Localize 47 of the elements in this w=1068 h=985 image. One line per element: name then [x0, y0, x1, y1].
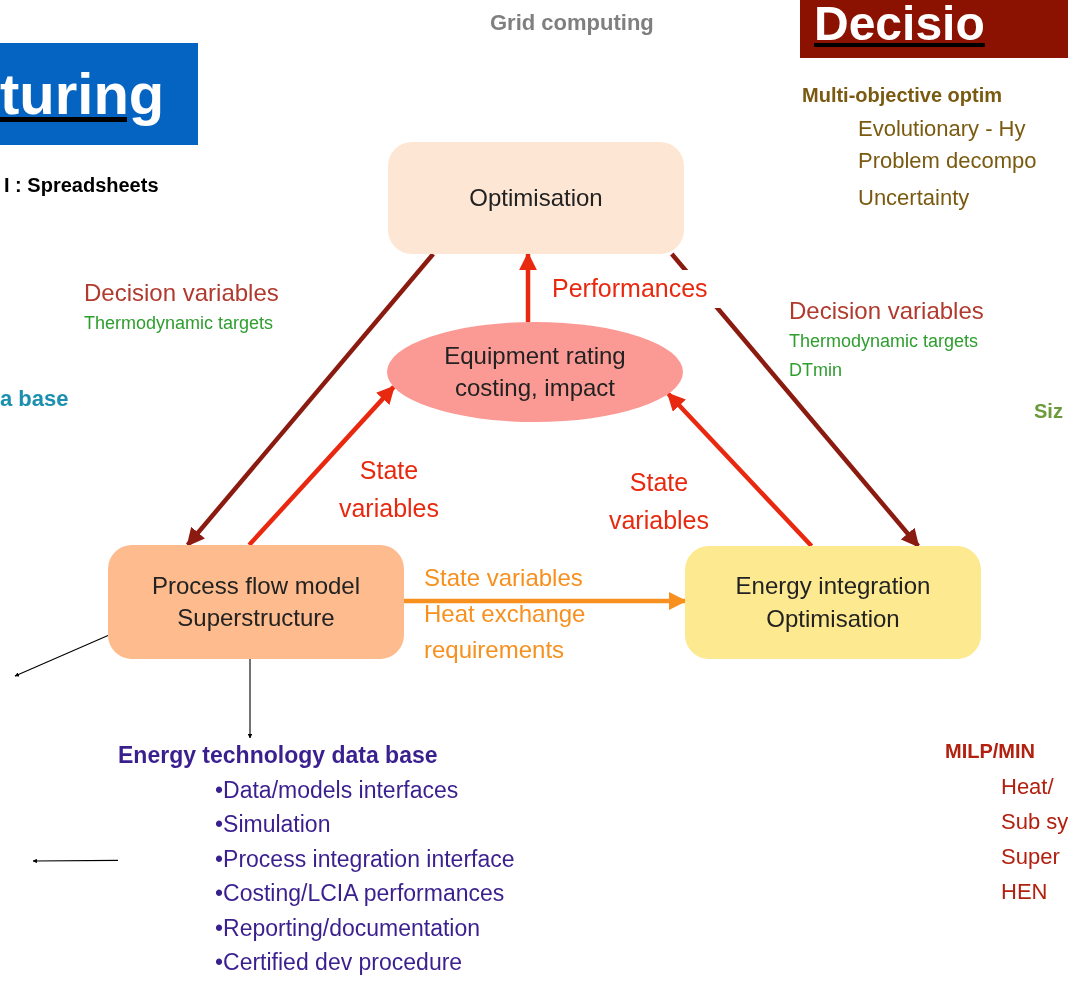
edge-label: State variables	[607, 467, 711, 536]
list-heading: Energy technology data base	[118, 741, 438, 770]
annotation-text: Thermodynamic targets	[84, 313, 274, 334]
heading: Multi-objective optim	[802, 84, 1002, 107]
list-item: •Simulation	[214, 810, 331, 839]
process-box	[388, 142, 684, 254]
arrow	[404, 592, 687, 610]
heading: Siz	[1034, 400, 1063, 423]
note-text: I : Spreadsheets	[4, 174, 159, 197]
process-box	[108, 545, 404, 659]
node-label: Process flow model Superstructure	[150, 570, 362, 633]
list-item: Super	[1001, 844, 1060, 870]
list-item: •Costing/LCIA performances	[214, 879, 505, 908]
edge-label: State variables Heat exchange requirements	[424, 563, 587, 665]
node-label: Equipment rating costing, impact	[443, 340, 627, 403]
title-banner	[800, 0, 1068, 58]
heading: MILP/MIN	[945, 740, 1035, 763]
arrow	[14, 635, 109, 677]
list-item: •Certified dev procedure	[214, 948, 463, 977]
node-label: Energy integration Optimisation	[734, 571, 932, 634]
edge-label: State variables	[337, 455, 441, 524]
arrow	[185, 252, 435, 547]
process-box	[685, 546, 981, 659]
list-item: HEN	[1001, 879, 1048, 905]
heading: Grid computing	[490, 10, 654, 36]
list-item: Problem decompo	[858, 148, 1037, 174]
arrow	[670, 252, 920, 548]
list-item: •Reporting/documentation	[214, 913, 481, 943]
annotation-text: Decision variables	[84, 279, 279, 307]
list-item: Evolutionary - Hy	[858, 116, 1026, 142]
arrow	[32, 858, 119, 864]
arrow	[519, 252, 537, 323]
node-label: Optimisation	[468, 182, 604, 213]
list-item: •Process integration interface	[214, 844, 515, 874]
heading: a base	[0, 386, 69, 412]
arrow	[666, 392, 814, 548]
list-item: •Data/models interfaces	[214, 775, 459, 805]
arrow	[247, 385, 396, 547]
banner-title: Decisio	[814, 0, 985, 48]
annotation-text: DTmin	[789, 360, 842, 381]
list-item: Heat/	[1001, 774, 1054, 800]
annotation-text: Thermodynamic targets	[789, 331, 979, 352]
list-item: Sub sy	[1001, 809, 1068, 835]
annotation-text: Decision variables	[789, 297, 984, 325]
list-item: Uncertainty	[858, 185, 970, 211]
arrow	[247, 658, 253, 739]
title-banner	[0, 43, 198, 145]
